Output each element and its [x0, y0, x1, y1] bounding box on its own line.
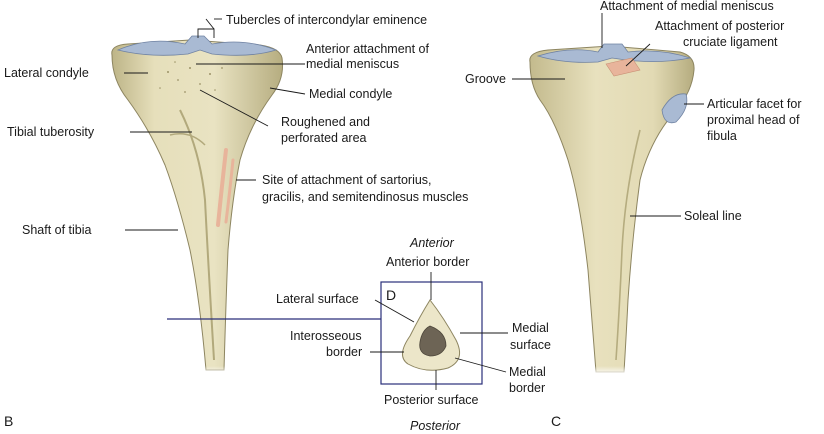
muscle-attachment-sites [216, 148, 235, 227]
label-facet-3: fibula [707, 129, 737, 143]
label-lateral-condyle: Lateral condyle [4, 66, 89, 80]
label-medial-surface-2: surface [510, 338, 551, 352]
leader-lines [124, 13, 704, 390]
label-posterior: Posterior [410, 419, 461, 433]
panel-letter-d: D [386, 287, 396, 303]
medullary-cavity [419, 325, 447, 357]
label-posterior-surface: Posterior surface [384, 393, 479, 407]
label-soleal: Soleal line [684, 209, 742, 223]
label-groove: Groove [465, 72, 506, 86]
label-facet-2: proximal head of [707, 113, 800, 127]
label-anterior-border: Anterior border [386, 255, 469, 269]
label-medial-surface-1: Medial [512, 321, 549, 335]
label-pcl-1: Attachment of posterior [655, 19, 784, 33]
label-medial-border-2: border [509, 381, 545, 395]
label-sartorius-2: gracilis, and semitendinosus muscles [262, 190, 468, 204]
anterior-tibia-bone [100, 35, 300, 375]
label-tibial-tuberosity: Tibial tuberosity [7, 125, 95, 139]
label-medial-condyle: Medial condyle [309, 87, 392, 101]
labels: Tubercles of intercondylar eminence Late… [4, 0, 801, 433]
label-sartorius-1: Site of attachment of sartorius, [262, 173, 432, 187]
label-shaft: Shaft of tibia [22, 223, 92, 237]
label-tubercles: Tubercles of intercondylar eminence [226, 13, 427, 27]
label-interosseous-1: Interosseous [290, 329, 362, 343]
posterior-tibia-bone [520, 43, 720, 375]
label-lateral-surface: Lateral surface [276, 292, 359, 306]
label-pcl-2: cruciate ligament [683, 35, 778, 49]
label-interosseous-2: border [326, 345, 362, 359]
label-medial-border-1: Medial [509, 365, 546, 379]
articular-cartilage [116, 35, 278, 56]
label-facet-1: Articular facet for [707, 97, 801, 111]
label-anterior: Anterior [409, 236, 455, 250]
label-anterior-attachment-2: medial meniscus [306, 57, 399, 71]
label-attachment-medial-meniscus: Attachment of medial meniscus [600, 0, 774, 13]
panel-letter-b: B [4, 413, 13, 429]
label-roughened-2: perforated area [281, 131, 367, 145]
label-roughened-1: Roughened and [281, 115, 370, 129]
pcl-attachment [605, 57, 641, 77]
label-anterior-attachment-1: Anterior attachment of [306, 42, 430, 56]
panel-letter-c: C [551, 413, 561, 429]
posterior-cartilage [536, 43, 692, 63]
fibular-facet [661, 93, 688, 124]
